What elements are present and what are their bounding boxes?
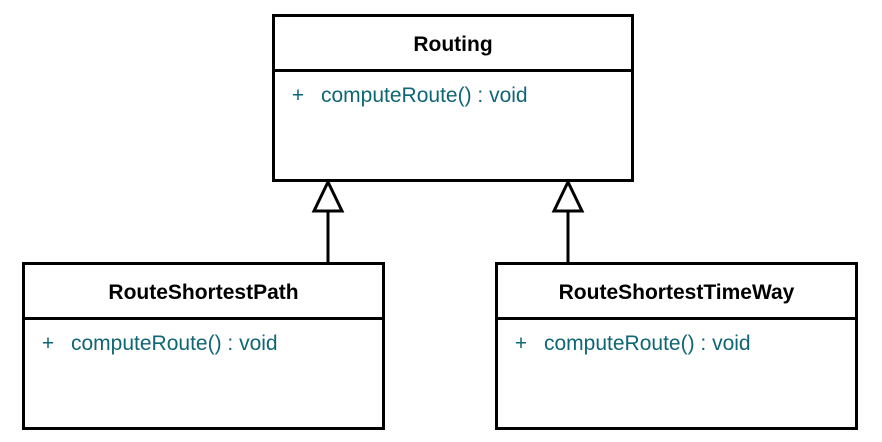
uml-operation-signature: computeRoute() : void [71,332,278,355]
uml-operations-compartment-routing: + computeRoute() : void [275,72,631,179]
generalization-arrow-icon [551,178,585,264]
uml-operations-compartment-route-shortest-time-way: + computeRoute() : void [498,320,855,427]
uml-visibility-marker: + [291,84,305,107]
uml-class-name-route-shortest-path: RouteShortestPath [25,265,382,320]
generalization-route-shortest-path-to-routing [300,178,356,268]
uml-visibility-marker: + [514,332,528,355]
hollow-triangle-arrowhead-icon [551,178,585,213]
uml-class-route-shortest-time-way[interactable]: RouteShortestTimeWay + computeRoute() : … [495,262,858,430]
uml-class-name-routing: Routing [275,17,631,72]
uml-operation-row[interactable]: + computeRoute() : void [25,332,382,356]
generalization-arrow-icon [311,178,345,264]
uml-operation-row[interactable]: + computeRoute() : void [275,84,631,108]
hollow-triangle-arrowhead-icon [311,178,345,213]
uml-operation-signature: computeRoute() : void [321,84,528,107]
uml-operation-signature: computeRoute() : void [544,332,751,355]
uml-class-routing[interactable]: Routing + computeRoute() : void [272,14,634,182]
uml-class-name-route-shortest-time-way: RouteShortestTimeWay [498,265,855,320]
uml-visibility-marker: + [41,332,55,355]
uml-operation-row[interactable]: + computeRoute() : void [498,332,855,356]
generalization-route-shortest-time-way-to-routing [540,178,596,268]
uml-class-route-shortest-path[interactable]: RouteShortestPath + computeRoute() : voi… [22,262,385,430]
uml-operations-compartment-route-shortest-path: + computeRoute() : void [25,320,382,427]
